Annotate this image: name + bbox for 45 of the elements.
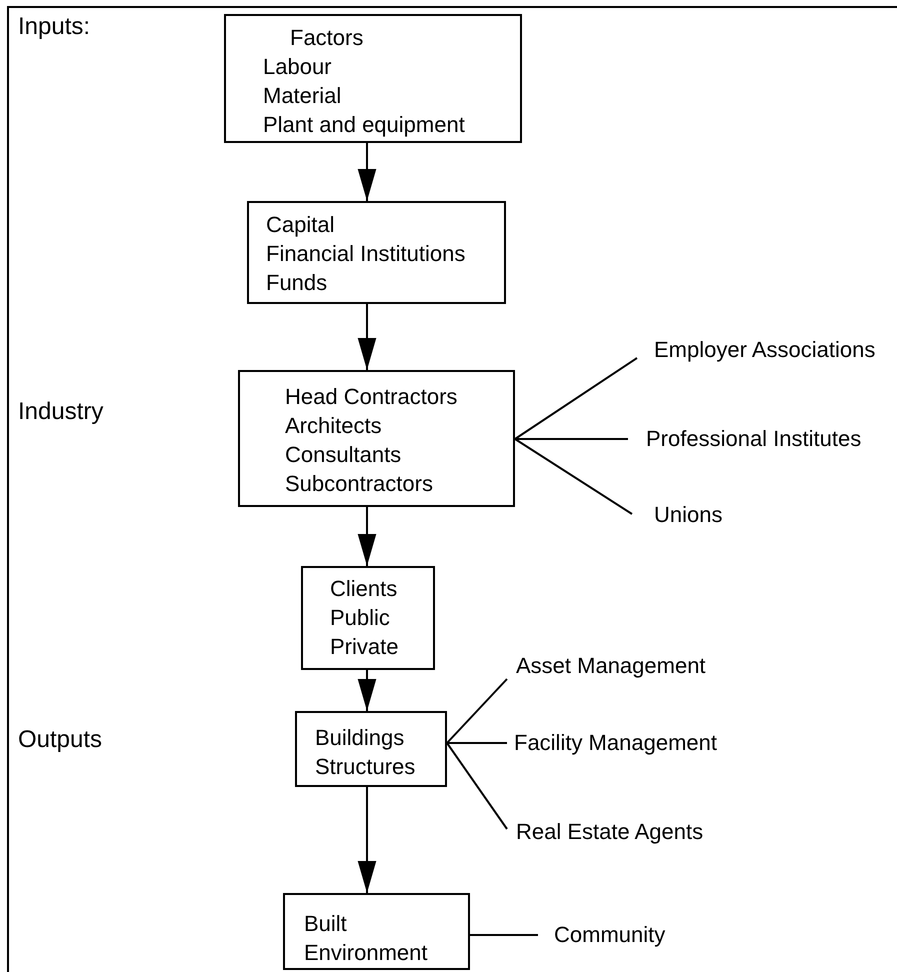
box-text: Structures <box>315 753 416 781</box>
process-box <box>247 201 506 304</box>
stage-label: Outputs <box>18 726 102 754</box>
connector-line <box>447 742 507 744</box>
box-text: Financial Institutions <box>266 240 466 268</box>
box-text: Architects <box>285 412 383 440</box>
stakeholder-label: Professional Institutes <box>646 427 862 451</box>
arrow <box>358 670 376 711</box>
connector-line <box>514 438 633 515</box>
connector-line <box>514 357 638 440</box>
stakeholder-label: Unions <box>654 503 722 527</box>
connector-line <box>446 678 508 744</box>
stakeholder-label: Facility Management <box>514 731 717 755</box>
process-box <box>295 711 447 787</box>
box-text: Head Contractors <box>285 383 458 411</box>
box-text: Private <box>330 633 400 661</box>
stakeholder-label: Real Estate Agents <box>516 819 704 845</box>
box-text: Clients <box>330 575 398 603</box>
arrow <box>358 507 376 566</box>
stage-label: Industry <box>18 398 104 426</box>
box-heading: Factors <box>289 24 364 52</box>
arrow <box>358 143 376 201</box>
box-text: Labour <box>263 53 333 81</box>
box-text: Buildings <box>315 724 406 752</box>
stage-label: Inputs: <box>18 13 90 41</box>
box-text: Consultants <box>285 441 402 469</box>
process-box <box>301 566 435 670</box>
box-text: Capital <box>266 211 336 239</box>
process-box <box>224 14 522 143</box>
process-box <box>283 893 470 970</box>
connector-line <box>515 438 628 440</box>
connector-line <box>470 934 538 936</box>
process-box <box>238 370 515 507</box>
stakeholder-label: Community <box>554 923 666 947</box>
box-text: Plant and equipment <box>263 111 466 139</box>
box-text: Funds <box>266 269 328 297</box>
box-text: Public <box>330 604 391 632</box>
box-text: Material <box>263 82 342 110</box>
stakeholder-label: Asset Management <box>516 653 706 679</box>
connector-line <box>446 742 508 830</box>
box-text: Built Environment <box>304 910 429 967</box>
arrow <box>358 787 376 893</box>
box-text: Subcontractors <box>285 470 434 498</box>
stakeholder-label: Employer Associations <box>654 338 876 362</box>
arrow <box>358 304 376 370</box>
